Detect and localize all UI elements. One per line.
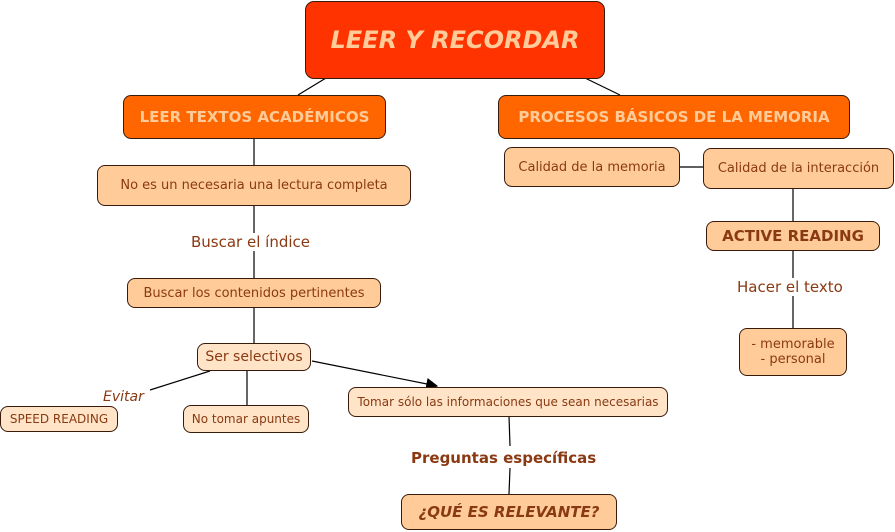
speed-reading-node[interactable]: SPEED READING [0, 406, 118, 432]
no-tomar-apuntes-node[interactable]: No tomar apuntes [183, 405, 309, 433]
calidad-memoria-node[interactable]: Calidad de la memoria [504, 147, 680, 187]
hacer-texto-link-label: Hacer el texto [737, 278, 843, 296]
preguntas-especificas-link-label: Preguntas específicas [411, 449, 597, 467]
node-label-line: - personal [760, 352, 826, 367]
calidad-interaccion-node[interactable]: Calidad de la interacción [703, 148, 894, 189]
node-label: No tomar apuntes [191, 412, 301, 426]
contenidos-pertinentes-node[interactable]: Buscar los contenidos pertinentes [127, 278, 381, 308]
tomar-informaciones-node[interactable]: Tomar sólo las informaciones que sean ne… [348, 387, 668, 417]
node-label: No es un necesaria una lectura completa [120, 178, 388, 193]
node-label: Tomar sólo las informaciones que sean ne… [357, 395, 659, 409]
node-label: Buscar los contenidos pertinentes [143, 285, 365, 301]
node-label: LEER TEXTOS ACADÉMICOS [139, 108, 370, 126]
node-label-line: - memorable [751, 337, 835, 352]
node-label: Calidad de la memoria [518, 159, 666, 175]
node-label: ACTIVE READING [722, 227, 864, 245]
node-label: PROCESOS BÁSICOS DE LA MEMORIA [518, 108, 830, 126]
active-reading-node[interactable]: ACTIVE READING [706, 221, 880, 251]
root-label: LEER Y RECORDAR [330, 26, 580, 54]
node-label: ¿QUÉ ES RELEVANTE? [418, 503, 600, 521]
lectura-completa-node[interactable]: No es un necesaria una lectura completa [97, 165, 411, 206]
node-label: Calidad de la interacción [717, 161, 880, 176]
memorable-personal-node[interactable]: - memorable - personal [739, 328, 847, 376]
leer-textos-node[interactable]: LEER TEXTOS ACADÉMICOS [123, 95, 386, 139]
root-node[interactable]: LEER Y RECORDAR [305, 1, 605, 79]
buscar-indice-link-label: Buscar el índice [191, 233, 310, 251]
node-label: SPEED READING [9, 412, 109, 426]
procesos-memoria-node[interactable]: PROCESOS BÁSICOS DE LA MEMORIA [498, 95, 850, 139]
evitar-link-label: Evitar [103, 389, 144, 405]
node-label: Ser selectivos [205, 349, 303, 365]
que-es-relevante-node[interactable]: ¿QUÉ ES RELEVANTE? [401, 494, 617, 530]
ser-selectivos-node[interactable]: Ser selectivos [197, 343, 311, 371]
